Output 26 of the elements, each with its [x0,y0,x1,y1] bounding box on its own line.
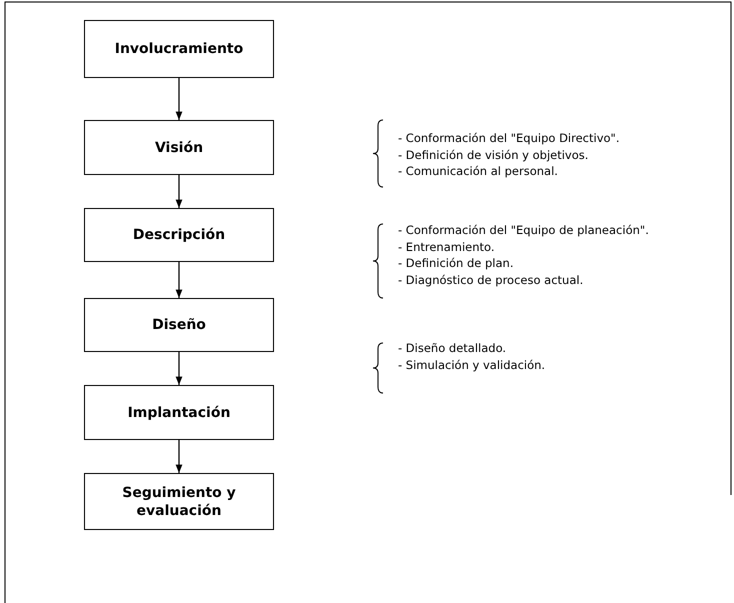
bullet-item: - Conformación del "Equipo de planeación". [398,222,649,238]
step-label: Implantación [128,404,230,422]
step-label: Diseño [152,316,206,334]
bullet-item: - Definición de visión y objetivos. [398,146,590,163]
arrow [176,262,182,298]
process-box [84,20,274,78]
process-box [84,473,274,530]
process-box [84,208,274,262]
process-box [84,120,274,175]
bullet-item: - Diseño detallado. [398,340,508,356]
arrow [176,175,182,208]
bullet-item: - Definición de plan. [398,255,514,272]
arrow [176,78,182,120]
step-label: Seguimiento y evaluación [121,484,237,520]
bullet-item: - Conformación del "Equipo Directivo". [398,130,620,146]
bullet-item: - Diagnóstico de proceso actual. [398,272,584,288]
bullet-item: - Comunicación al personal. [398,163,559,180]
step-label: Visión [154,138,204,156]
bullet-item: - Entrenamiento. [398,238,496,255]
process-box [84,385,274,440]
step-label: Descripción [132,226,226,244]
arrow [176,352,182,385]
step-label: Involucramiento [114,40,244,58]
bullet-item: - Simulación y validación. [398,356,546,373]
process-box [84,298,274,352]
arrow [176,440,182,473]
